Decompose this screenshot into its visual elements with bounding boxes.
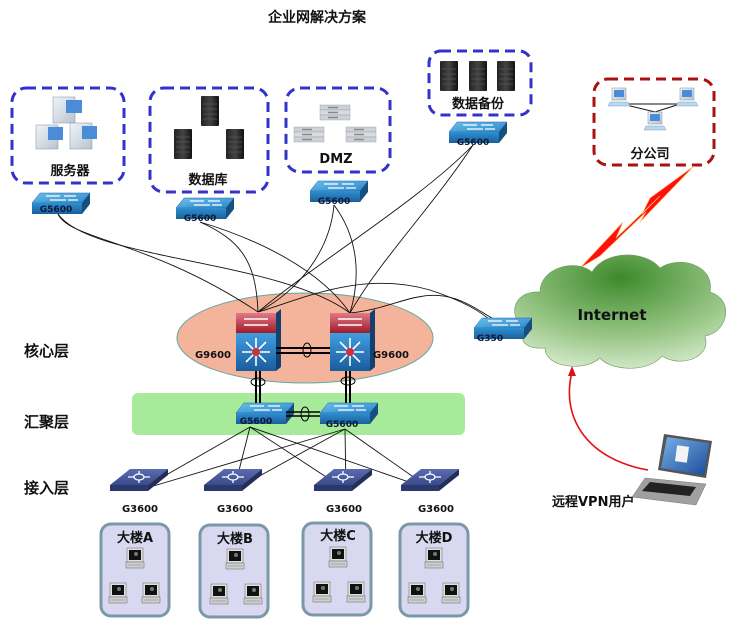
db-server-icon bbox=[225, 128, 245, 160]
core-agg-trunk-right bbox=[345, 371, 351, 404]
pc-icon bbox=[328, 546, 348, 568]
pc-icon bbox=[407, 582, 427, 604]
edge-switch-label: G350 bbox=[477, 334, 503, 344]
dmz-group-label: DMZ bbox=[319, 152, 352, 167]
branch-group-border bbox=[592, 77, 716, 167]
access-switch-b-icon bbox=[203, 468, 263, 492]
dmz-server-icon bbox=[319, 104, 351, 121]
db-server-icon bbox=[200, 95, 220, 127]
backup-server-icon bbox=[468, 60, 488, 92]
backup-server-icon bbox=[439, 60, 459, 92]
backup-server-icon bbox=[496, 60, 516, 92]
access-switch-d-label: G3600 bbox=[418, 504, 454, 515]
core-zone bbox=[176, 292, 434, 384]
backup-group-label: 数据备份 bbox=[452, 96, 505, 112]
access-switch-b-label: G3600 bbox=[217, 504, 253, 515]
pc-icon bbox=[441, 582, 461, 604]
agg-trunk bbox=[286, 411, 320, 417]
internet-label: Internet bbox=[577, 306, 646, 324]
pc-icon bbox=[225, 548, 245, 570]
server-pc-icon bbox=[35, 96, 97, 150]
pc-icon bbox=[346, 581, 366, 603]
dmz-switch-label: G5600 bbox=[318, 197, 350, 207]
dmz-server-icon bbox=[293, 126, 325, 143]
trunk-bundle-icon bbox=[250, 377, 266, 387]
building-b-label: 大楼B bbox=[217, 531, 253, 547]
trunk-bundle-icon bbox=[340, 376, 356, 386]
core-right-label: G9600 bbox=[373, 350, 409, 361]
dmz-server-icon bbox=[345, 126, 377, 143]
branch-pc-icon bbox=[643, 111, 667, 131]
server-group-label: 服务器 bbox=[50, 163, 90, 179]
branch-pc-icon bbox=[675, 87, 699, 107]
branch-group: 分公司 bbox=[592, 77, 716, 167]
database-group: 数据库 bbox=[148, 86, 270, 194]
branch-pc-icon bbox=[607, 87, 631, 107]
server-group-border bbox=[10, 86, 126, 185]
access-links bbox=[139, 426, 433, 491]
building-d-label: 大楼D bbox=[416, 530, 453, 546]
vpn-link bbox=[568, 371, 649, 471]
pc-icon bbox=[424, 547, 444, 569]
building-b: 大楼B bbox=[198, 523, 270, 619]
backup-group: 数据备份 bbox=[427, 49, 533, 117]
layer-label-aggregation: 汇聚层 bbox=[24, 413, 69, 431]
db-server-icon bbox=[173, 128, 193, 160]
access-switch-c-label: G3600 bbox=[326, 504, 362, 515]
core-left-label: G9600 bbox=[195, 350, 231, 361]
uplinks bbox=[57, 144, 496, 323]
backup-switch-label: G5600 bbox=[457, 138, 489, 148]
dmz-group-border bbox=[284, 86, 392, 174]
building-a-label: 大楼A bbox=[117, 530, 153, 546]
trunk-bundle-icon bbox=[300, 406, 310, 422]
building-a: 大楼A bbox=[99, 522, 171, 618]
vpn-arrow-icon bbox=[568, 366, 576, 376]
pc-icon bbox=[125, 547, 145, 569]
pc-icon bbox=[108, 582, 128, 604]
pc-icon bbox=[209, 583, 229, 605]
access-switch-c-icon bbox=[313, 468, 373, 492]
agg-left-label: G5600 bbox=[240, 417, 272, 427]
trunk-bundle-icon bbox=[302, 342, 312, 358]
database-group-border bbox=[148, 86, 270, 194]
core-switch-right bbox=[330, 309, 375, 371]
building-c-label: 大楼C bbox=[320, 528, 356, 544]
backup-group-border bbox=[427, 49, 533, 117]
pc-icon bbox=[312, 581, 332, 603]
access-switch-a-icon bbox=[109, 468, 169, 492]
access-switch-d-icon bbox=[400, 468, 460, 492]
dmz-group: DMZ bbox=[284, 86, 392, 174]
database-switch-label: G5600 bbox=[184, 214, 216, 224]
database-group-label: 数据库 bbox=[188, 172, 227, 188]
lightning-icon bbox=[579, 165, 695, 269]
building-d: 大楼D bbox=[398, 522, 470, 618]
core-agg-trunk-left bbox=[255, 371, 261, 403]
access-switch-a-label: G3600 bbox=[122, 504, 158, 515]
pc-icon bbox=[141, 582, 161, 604]
aggregation-zone bbox=[132, 393, 465, 435]
core-switch-left bbox=[236, 309, 281, 371]
laptop-icon bbox=[631, 434, 712, 506]
internet-cloud: Internet bbox=[514, 254, 726, 369]
layer-label-access: 接入层 bbox=[24, 479, 69, 497]
layer-label-core: 核心层 bbox=[24, 342, 69, 360]
pc-icon bbox=[243, 583, 263, 605]
building-c: 大楼C bbox=[301, 521, 373, 617]
branch-link bbox=[621, 103, 681, 113]
agg-right-label: G5600 bbox=[326, 420, 358, 430]
branch-group-label: 分公司 bbox=[630, 146, 669, 162]
server-switch-label: G5600 bbox=[40, 205, 72, 215]
server-group: 服务器 bbox=[10, 86, 126, 185]
diagram-title: 企业网解决方案 bbox=[267, 9, 367, 26]
vpn-user-label: 远程VPN用户 bbox=[552, 494, 634, 510]
